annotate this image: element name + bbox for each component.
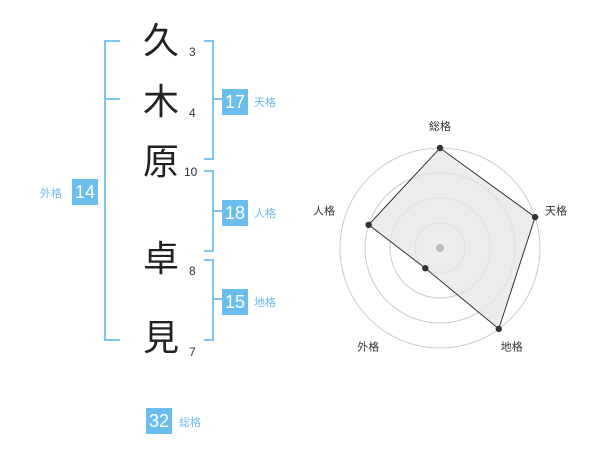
jinkaku-bracket-tick [214, 210, 222, 212]
radar-axis-label-2: 天格 [545, 203, 567, 217]
name-char-3: 原 [143, 142, 180, 183]
radar-point-1 [436, 144, 444, 152]
gaikaku-value: 14 [72, 179, 98, 205]
tenkaku-label: 天格 [254, 96, 276, 109]
chikaku-label: 地格 [254, 296, 276, 309]
radar-axis-label-1: 総格 [429, 119, 451, 133]
stroke-count-5: 7 [189, 345, 196, 359]
radar-point-5 [365, 221, 372, 229]
stroke-count-1: 3 [189, 45, 196, 59]
jinkaku-value: 18 [222, 200, 248, 226]
name-char-5: 見 [143, 318, 180, 359]
radar-axis-label-4: 外格 [357, 340, 379, 354]
radar-axis-label-3: 地格 [501, 340, 523, 354]
stroke-count-3: 10 [184, 165, 198, 179]
radar-point-4 [422, 265, 429, 272]
stroke-count-4: 8 [189, 264, 196, 278]
gaikaku-bracket-tick [104, 98, 120, 100]
name-char-2: 木 [143, 82, 180, 123]
soukaku-value: 32 [146, 408, 172, 434]
jinkaku-label: 人格 [254, 207, 276, 220]
radar-point-2 [531, 213, 539, 221]
soukaku-label: 総格 [179, 416, 201, 429]
name-char-1: 久 [143, 21, 180, 62]
radar-series-area [367, 147, 536, 330]
name-char-4: 卓 [143, 239, 180, 280]
stroke-count-2: 4 [189, 106, 196, 120]
jinkaku-bracket [204, 170, 214, 252]
chikaku-bracket [204, 259, 214, 341]
radar-point-3 [495, 325, 502, 333]
radar-center [436, 244, 444, 252]
chikaku-bracket-tick [214, 298, 222, 300]
radar-axis-label-5: 人格 [313, 203, 335, 217]
gaikaku-bracket [104, 40, 120, 341]
chikaku-value: 15 [222, 289, 248, 315]
tenkaku-bracket [204, 40, 214, 160]
tenkaku-value: 17 [222, 89, 248, 115]
tenkaku-bracket-tick [214, 98, 222, 100]
gaikaku-label: 外格 [40, 187, 62, 200]
